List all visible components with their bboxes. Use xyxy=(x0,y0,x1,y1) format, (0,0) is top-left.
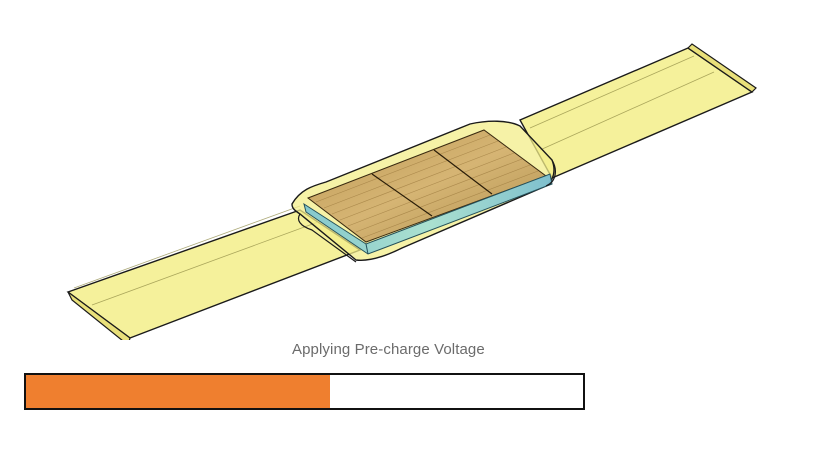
stack-divider-1 xyxy=(371,173,433,217)
electrode-inner-edge xyxy=(365,243,369,255)
device-3d-view xyxy=(66,43,757,340)
stack-divider-2 xyxy=(433,149,493,195)
film-strip-left-edge xyxy=(67,291,131,340)
stack-texture xyxy=(315,134,539,239)
film-strip-right-fold xyxy=(529,55,715,151)
film-strip-left-fold xyxy=(73,205,319,306)
encapsulation-outline xyxy=(297,159,556,263)
progress-fill xyxy=(26,375,330,408)
progress-bar xyxy=(24,373,585,410)
status-label: Applying Pre-charge Voltage xyxy=(292,341,485,358)
film-strip-right-edge xyxy=(687,43,757,93)
